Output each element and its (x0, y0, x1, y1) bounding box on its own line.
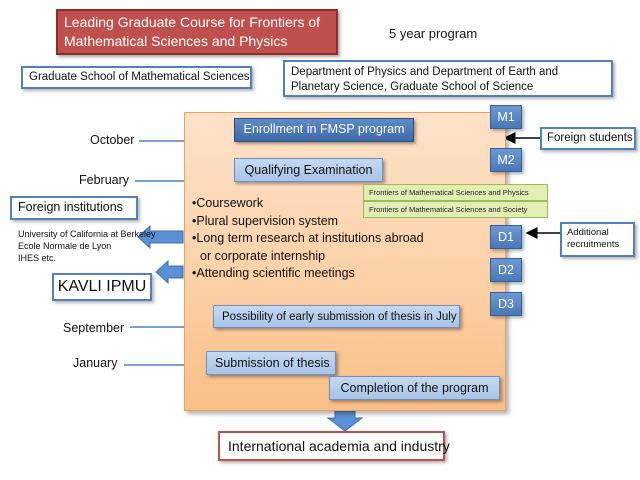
to-foreign-institutions-arrow (137, 224, 184, 250)
program-length: 5 year program (389, 26, 478, 41)
destination-box: International academia and industry (218, 431, 450, 461)
institution-item: IHES etc. (18, 253, 57, 263)
level-d3: D3 (490, 292, 522, 316)
foreign-students-box: Foreign students (540, 127, 636, 150)
submission-step: Submission of thesis (206, 351, 336, 375)
qualifying-step: Qualifying Examination (234, 158, 383, 182)
foreign-institutions-box: Foreign institutions (10, 196, 138, 220)
level-d2: D2 (490, 258, 522, 282)
additional-recruitments-box: Additional recruitments (560, 222, 635, 257)
completion-step: Completion of the program (329, 376, 500, 400)
level-m2: M2 (490, 148, 522, 172)
kavli-ipmu-box: KAVLI IPMU (52, 273, 152, 301)
level-d1: D1 (490, 225, 522, 249)
activity-item: or corporate internship (200, 248, 326, 263)
track-physics: Frontiers of Mathematical Sciences and P… (363, 184, 548, 201)
enrollment-step: Enrollment in FMSP program (234, 118, 414, 142)
to-destination-arrow (326, 410, 364, 432)
activity-item: •Plural supervision system (192, 213, 339, 228)
program-title: Leading Graduate Course for Frontiers of… (56, 9, 338, 55)
early-submission-step: Possibility of early submission of thesi… (213, 305, 460, 328)
activities-list: •Coursework •Plural supervision system •… (192, 195, 424, 283)
to-kavli-arrow (155, 259, 184, 285)
institution-item: University of California at Berkeley (18, 229, 156, 239)
institution-item: Ecole Normale de Lyon (18, 241, 112, 251)
activity-item: •Coursework (192, 196, 264, 210)
science-school-box: Department of Physics and Department of … (283, 60, 613, 97)
activity-item: •Long term research at institutions abro… (192, 231, 424, 245)
institution-list: University of California at Berkeley Eco… (18, 228, 156, 264)
month-september: September (63, 321, 125, 335)
month-february: February (79, 173, 130, 187)
track-society: Frontiers of Mathematical Sciences and S… (363, 201, 548, 218)
month-october: October (90, 133, 135, 147)
activity-item: •Attending scientific meetings (192, 266, 355, 280)
month-january: January (73, 356, 118, 370)
level-m1: M1 (490, 105, 522, 129)
math-school-box: Graduate School of Mathematical Sciences (21, 66, 252, 89)
